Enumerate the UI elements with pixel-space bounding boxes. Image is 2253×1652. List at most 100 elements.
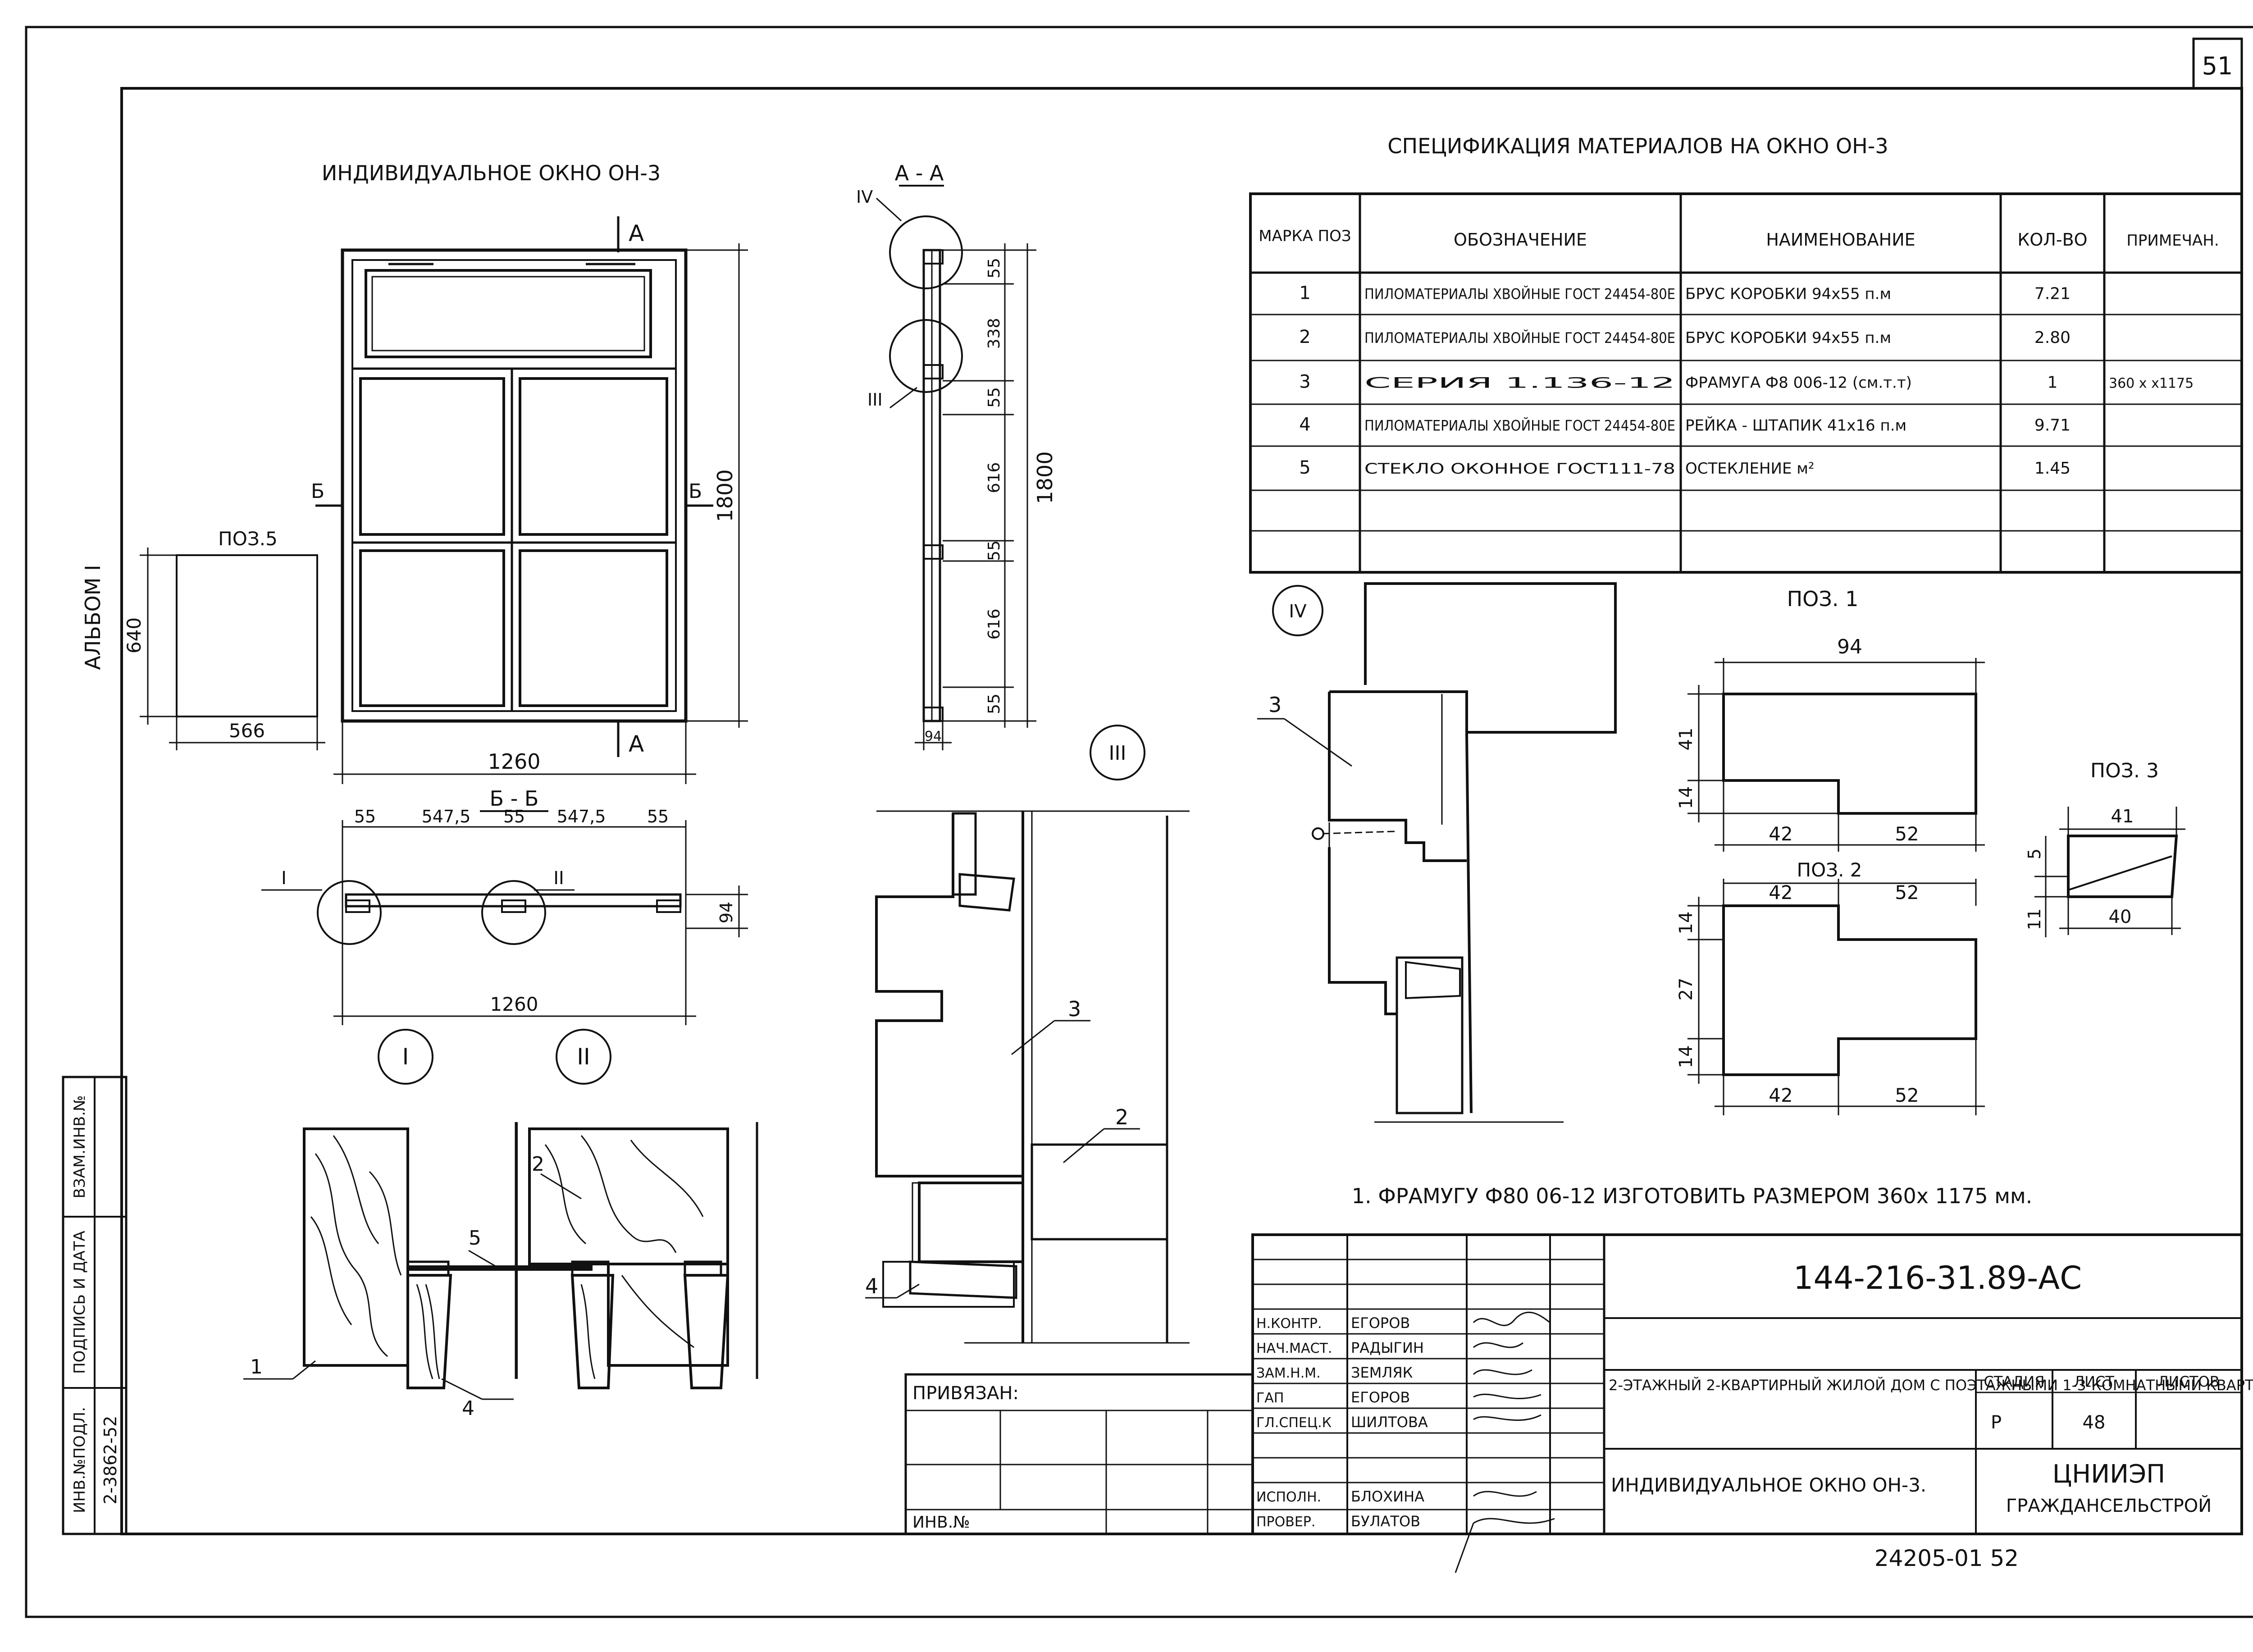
- title-block: Н.КОНТР.ЕГОРОВНАЧ.МАСТ.РАДЫГИНЗАМ.Н.М.ЗЕ…: [1251, 1233, 2253, 1573]
- wood-pos-2: 2: [532, 1153, 544, 1176]
- sash-bottom-left: [359, 549, 505, 707]
- title-block-project: 2-ЭТАЖНЫЙ 2-КВАРТИРНЫЙ ЖИЛОЙ ДОМ С ПОЭТА…: [1609, 1377, 2253, 1394]
- glass-pane-dim-h: 640: [123, 617, 145, 653]
- section-bb-dim-2: 547,5: [422, 807, 471, 826]
- title-role-7: ПРОВЕР.: [1256, 1514, 1315, 1530]
- bottom-code: 24205-01 52: [1874, 1545, 2019, 1571]
- pos2-dim-top-42: 42: [1769, 881, 1792, 904]
- transom: [365, 269, 652, 358]
- spec-cell-r5-c1: 5: [1299, 457, 1310, 478]
- title-person-1: ЕГОРОВ: [1351, 1314, 1410, 1332]
- sash-top-right: [519, 377, 668, 536]
- pos4-strip-left: [406, 1274, 452, 1389]
- section-aa-callout-top: IV: [856, 187, 873, 207]
- wood-pos-5: 5: [469, 1227, 481, 1250]
- pos2-dim-27: 27: [1676, 978, 1697, 1001]
- window-elevation: ИНДИВИДУАЛЬНОЕ ОКНО ОН-3 А А Б Б 1800 12…: [311, 161, 748, 784]
- section-aa-dim-5: 55: [985, 540, 1003, 561]
- tied-label: ПРИВЯЗАН:: [912, 1383, 1019, 1404]
- section-mark-top: А: [629, 220, 644, 246]
- pos1-dim-14: 14: [1676, 786, 1697, 809]
- pos4-strip-mid: [570, 1274, 615, 1389]
- spec-header-name: НАИМЕНОВАНИЕ: [1766, 230, 1915, 250]
- title-block-sheet: 48: [2083, 1412, 2106, 1433]
- sash-top-left: [359, 377, 505, 536]
- detail-4-drawing: 3: [1257, 582, 1617, 1123]
- title-role-1: Н.КОНТР.: [1256, 1316, 1322, 1332]
- title-role-3: ЗАМ.Н.М.: [1256, 1365, 1321, 1381]
- spec-cell-r4-c2: ПИЛОМАТЕРИАЛЫ ХВОЙНЫЕ ГОСТ 24454-80Е: [1364, 417, 1675, 434]
- detail-label-1: I: [402, 1044, 409, 1070]
- spec-cell-r3-c1: 3: [1299, 372, 1310, 392]
- title-person-7: БУЛАТОВ: [1351, 1513, 1420, 1530]
- stamp-field-replaced-inv: ВЗАМ.ИНВ.№: [71, 1095, 89, 1198]
- section-bb-callout-1: I: [281, 868, 287, 889]
- spec-title: СПЕЦИФИКАЦИЯ МАТЕРИАЛОВ НА ОКНО ОН-3: [1387, 134, 1888, 158]
- pos2-profile: ПОЗ. 2 42 52 14 27 14 42 52: [1676, 859, 1985, 1115]
- title-block-sheet-header: ЛИСТ: [2074, 1373, 2114, 1390]
- spec-cell-r2-c4: 2.80: [2034, 329, 2071, 347]
- pos2-dim-bottom-42: 42: [1769, 1084, 1792, 1106]
- title-block-code: 144-216-31.89-АС: [1793, 1260, 2082, 1296]
- section-aa-dim-2: 338: [985, 318, 1003, 349]
- spec-cell-r2-c3: БРУС КОРОБКИ 94х55 п.м: [1685, 329, 1891, 347]
- side-stamp: ВЗАМ.ИНВ.№ ПОДПИСЬ И ДАТА ИНВ.№ПОДЛ. 2-3…: [62, 1076, 128, 1535]
- spec-cell-r5-c2: СТЕКЛО ОКОННОЕ ГОСТ111-78: [1364, 460, 1675, 477]
- glass-pane-label: ПОЗ.5: [218, 528, 278, 550]
- side-mark-right: Б: [689, 480, 702, 503]
- section-bb-title: Б - Б: [490, 786, 539, 811]
- pos4-strip-detail-3: [958, 873, 1015, 912]
- spec-cell-r2-c2: ПИЛОМАТЕРИАЛЫ ХВОЙНЫЕ ГОСТ 24454-80Е: [1364, 329, 1675, 347]
- detail-3-pos-2: 2: [1115, 1105, 1128, 1129]
- section-bb: Б - Б 55 547,5 55 547,5 55 I II 94 1260: [261, 786, 748, 1025]
- section-bb-dim-4: 547,5: [557, 807, 606, 826]
- spec-cell-r5-c3: ОСТЕКЛЕНИЕ м²: [1685, 460, 1815, 478]
- detail-label-2: II: [577, 1044, 590, 1070]
- section-bb-dim-3: 55: [503, 807, 525, 826]
- detail-circle-2: [556, 1029, 611, 1085]
- spec-cell-r1-c4: 7.21: [2034, 285, 2071, 303]
- title-person-6: БЛОХИНА: [1351, 1488, 1424, 1505]
- detail-3-drawing: 3 2 4: [865, 810, 1190, 1344]
- title-block-roles: Н.КОНТР.ЕГОРОВНАЧ.МАСТ.РАДЫГИНЗАМ.Н.М.ЗЕ…: [1256, 1314, 1428, 1530]
- stamp-inv-value: 2-3862-52: [100, 1416, 120, 1505]
- detail-label-4: IV: [1289, 601, 1307, 622]
- pos2-dim-top-52: 52: [1895, 881, 1919, 904]
- section-bb-dim-5: 55: [647, 807, 669, 826]
- pos3-profile: ПОЗ. 3 41 5 11 40: [2025, 759, 2185, 937]
- note-text: 1. ФРАМУГУ Ф80 06-12 ИЗГОТОВИТЬ РАЗМЕРОМ…: [1352, 1184, 2033, 1208]
- detail-circle-1: [378, 1029, 433, 1085]
- section-aa-dim-4: 616: [985, 462, 1003, 493]
- title-role-6: ИСПОЛН.: [1256, 1489, 1321, 1505]
- title-block-stage: Р: [1991, 1412, 2002, 1433]
- callout-circle-1: [317, 880, 382, 945]
- section-mark-bottom: А: [629, 731, 644, 757]
- section-bb-dim-depth: 94: [716, 902, 736, 923]
- pos3-dim-40: 40: [2109, 907, 2132, 927]
- pos2-dim-14b: 14: [1676, 1045, 1697, 1068]
- detail-circle-4: [1272, 585, 1323, 636]
- glass-strip: [408, 1265, 593, 1271]
- spec-cell-r4-c3: РЕЙКА - ШТАПИК 41х16 п.м: [1685, 416, 1906, 435]
- spec-cell-r3-c2: СЕРИЯ 1.136-12: [1364, 374, 1675, 392]
- section-bb-dim-1: 55: [354, 807, 376, 826]
- outer-border: [25, 26, 2253, 1618]
- section-aa-dim-7: 55: [985, 694, 1003, 714]
- spec-cell-r1-c3: БРУС КОРОБКИ 94х55 п.м: [1685, 285, 1891, 303]
- window-dim-height: 1800: [713, 469, 737, 522]
- title-block-org-1: ЦНИИЭП: [2052, 1460, 2166, 1489]
- detail-4-pos-3: 3: [1268, 693, 1282, 717]
- title-role-4: ГАП: [1256, 1390, 1284, 1406]
- pos1-profile: ПОЗ. 1 94 41 14 42 52: [1676, 587, 1985, 852]
- spec-header-mark: МАРКА ПОЗ: [1259, 227, 1351, 245]
- title-person-2: РАДЫГИН: [1351, 1339, 1424, 1356]
- pos3-dim-5: 5: [2025, 849, 2044, 859]
- section-aa-dim-6: 616: [985, 609, 1003, 640]
- spec-cell-r3-c5: 360 х х1175: [2109, 376, 2194, 392]
- detail-label-3: III: [1109, 742, 1126, 765]
- section-aa-dim-3: 55: [985, 387, 1003, 408]
- section-aa-callout-mid: III: [867, 390, 883, 410]
- section-aa-title: А - А: [895, 161, 944, 185]
